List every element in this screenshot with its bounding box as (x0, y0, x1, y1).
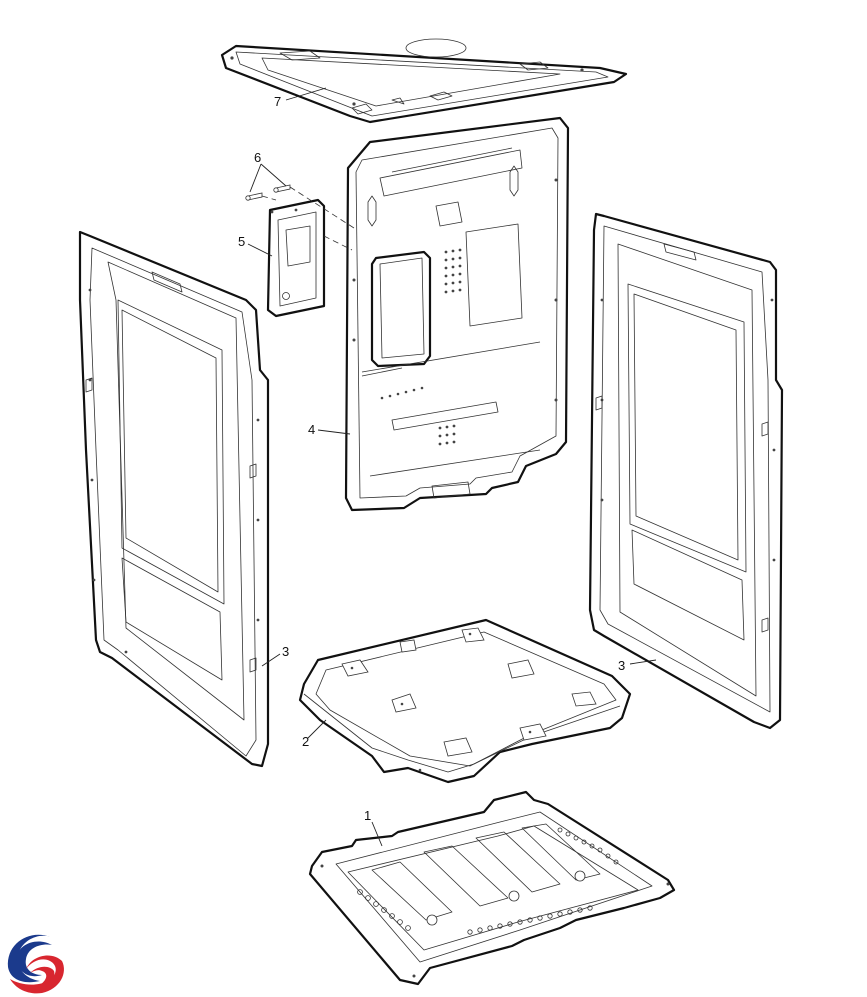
rear-panel-vent-holes (380, 248, 462, 446)
logo-blue-arc (7, 934, 50, 983)
callout-7: 7 (274, 94, 281, 109)
brand-logo-icon (6, 933, 66, 994)
callout-2: 2 (302, 734, 309, 749)
side-panel-right (588, 212, 784, 730)
callout-labels: 7 6 5 4 3 3 2 1 (238, 94, 625, 823)
callout-leaders (247, 87, 657, 847)
top-panel (220, 38, 628, 124)
rear-panel (344, 116, 570, 512)
logo-red-arc (10, 955, 64, 994)
side-panel-left (78, 230, 270, 768)
callout-3-right: 3 (618, 658, 625, 673)
base-tray-holes (357, 827, 619, 935)
callout-1: 1 (364, 808, 371, 823)
callout-5: 5 (238, 234, 245, 249)
callout-4: 4 (308, 422, 315, 437)
base-tray (308, 790, 676, 986)
logo-blue-arc-inner (16, 941, 52, 977)
callout-3-left: 3 (282, 644, 289, 659)
callout-6: 6 (254, 150, 261, 165)
logo-red-swoosh (30, 966, 55, 985)
cover-plate (266, 198, 326, 318)
bottom-panel (298, 618, 632, 784)
